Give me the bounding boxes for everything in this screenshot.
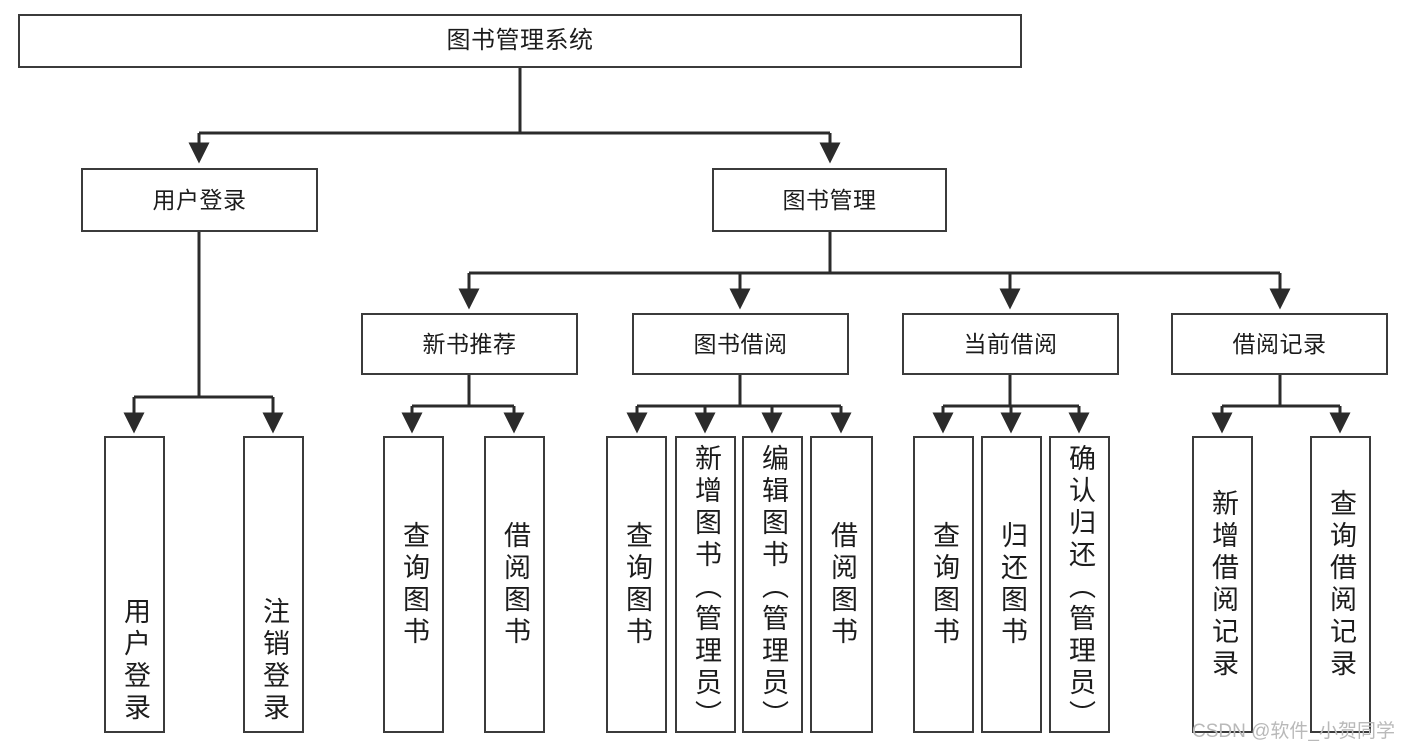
node-label: 借阅图书 [827,520,857,649]
node-label: 图书借阅 [693,330,788,357]
node-label: 新书推荐 [422,330,517,357]
node-label: 归还图书 [997,520,1027,649]
node-new-book-recommend[interactable]: 新书推荐 [361,313,578,375]
node-label: 查询图书 [399,520,429,649]
node-label: 用户登录 [152,186,247,213]
node-label: 查询图书 [622,520,652,649]
node-leaf-return-book[interactable]: 归还图书 [981,436,1042,733]
node-label: 注销登录 [259,597,289,725]
node-label: 确认归还（管理员） [1065,444,1095,732]
node-book-management[interactable]: 图书管理 [712,168,947,232]
node-label: 用户登录 [120,597,150,725]
node-label: 当前借阅 [963,330,1058,357]
node-leaf-query-book-2[interactable]: 查询图书 [606,436,667,733]
node-label: 查询图书 [929,520,959,649]
node-leaf-logout-login[interactable]: 注销登录 [243,436,304,733]
node-user-login[interactable]: 用户登录 [81,168,318,232]
watermark-credit: CSDN @软件_小贺同学 [1192,721,1395,742]
node-root-system[interactable]: 图书管理系统 [18,14,1022,68]
node-leaf-query-book-3[interactable]: 查询图书 [913,436,974,733]
node-label: 借阅图书 [500,520,530,649]
node-label: 新增图书（管理员） [691,444,721,732]
node-leaf-edit-book-admin[interactable]: 编辑图书（管理员） [742,436,803,733]
node-book-borrow[interactable]: 图书借阅 [632,313,849,375]
node-label: 借阅记录 [1232,330,1327,357]
node-leaf-user-login[interactable]: 用户登录 [104,436,165,733]
node-label: 新增借阅记录 [1208,488,1238,681]
node-leaf-borrow-book-2[interactable]: 借阅图书 [810,436,873,733]
node-borrow-record[interactable]: 借阅记录 [1171,313,1388,375]
node-leaf-query-borrow-record[interactable]: 查询借阅记录 [1310,436,1371,733]
node-label: 图书管理 [782,186,877,213]
node-label: 查询借阅记录 [1326,488,1356,681]
node-leaf-add-book-admin[interactable]: 新增图书（管理员） [675,436,736,733]
node-leaf-query-book-1[interactable]: 查询图书 [383,436,444,733]
node-label: 图书管理系统 [446,27,594,55]
node-label: 编辑图书（管理员） [758,444,788,732]
node-leaf-borrow-book-1[interactable]: 借阅图书 [484,436,545,733]
node-leaf-add-borrow-record[interactable]: 新增借阅记录 [1192,436,1253,733]
node-current-borrow[interactable]: 当前借阅 [902,313,1119,375]
node-leaf-confirm-return-admin[interactable]: 确认归还（管理员） [1049,436,1110,733]
